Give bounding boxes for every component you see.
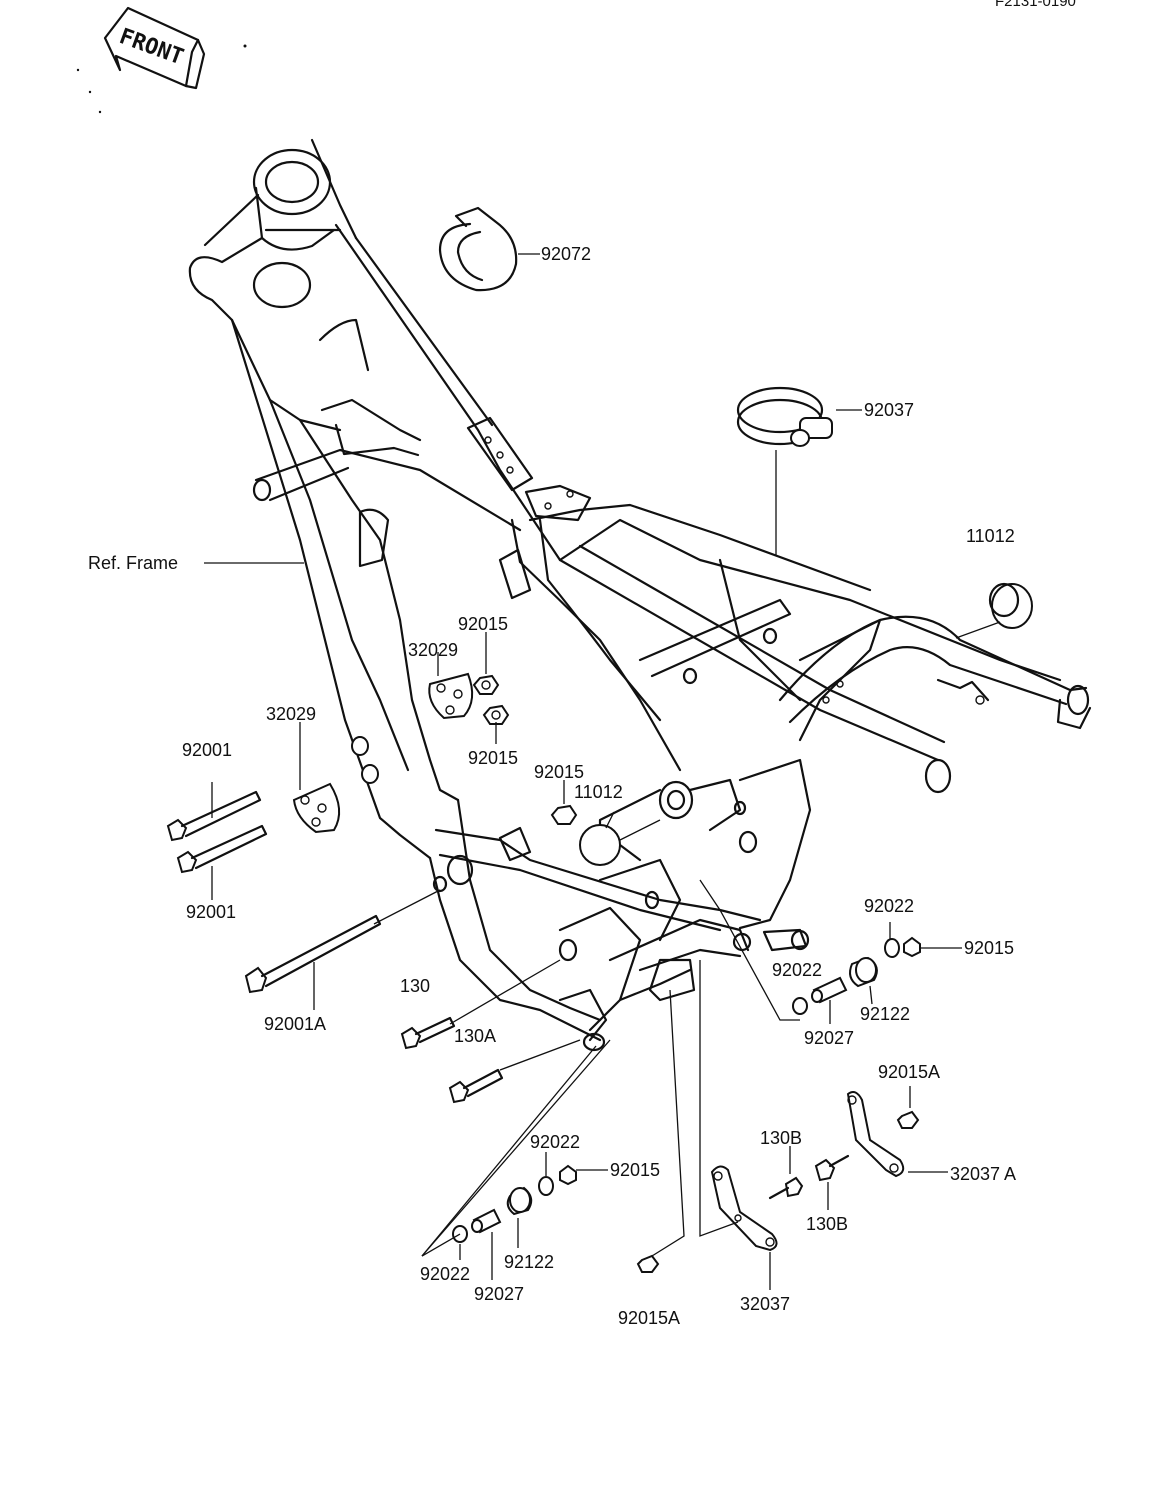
part-number-92072: 92072 — [541, 244, 591, 264]
nut-92015-c-icon — [550, 804, 578, 825]
nut-92015-b-icon — [482, 704, 510, 725]
corner-code: F2131-0190 — [995, 0, 1076, 10]
part-number-92122-r: 92122 — [860, 1004, 910, 1024]
part-number-92015-a: 92015 — [458, 614, 508, 634]
scan-specks — [76, 44, 247, 114]
part-number-11012-rear: 11012 — [966, 526, 1015, 546]
part-number-92001-lower: 92001 — [186, 902, 236, 922]
frame-cap-11012-mid-icon — [579, 824, 621, 866]
mount-plate-32029-lower-icon — [292, 782, 341, 834]
part-number-92015-c: 92015 — [534, 762, 584, 782]
nut-92015A-l-icon — [636, 1254, 660, 1273]
part-number-92015A-r: 92015A — [878, 1062, 940, 1082]
nut-92015-l-icon — [559, 1164, 577, 1186]
frame-drawing — [188, 138, 1092, 1052]
part-number-92015-b: 92015 — [468, 748, 518, 768]
bolt-130B-2-icon — [814, 1154, 850, 1182]
part-number-92022-r1: 92022 — [864, 896, 914, 916]
bolt-130B-1-icon — [768, 1176, 804, 1200]
part-number-130B-1: 130B — [760, 1128, 802, 1148]
part-number-32037: 32037 — [740, 1294, 790, 1314]
bolt-92001-lower-icon — [176, 824, 268, 874]
part-number-92122-l: 92122 — [504, 1252, 554, 1272]
nut-92015-r-icon — [903, 936, 921, 958]
part-number-92001-upper: 92001 — [182, 740, 232, 760]
bolt-92001-upper-icon — [166, 790, 262, 842]
nut-92015A-r-icon — [896, 1110, 920, 1129]
bracket-32037A-icon — [846, 1091, 905, 1178]
front-arrow-icon: FRONT — [103, 6, 206, 90]
part-number-92015-l: 92015 — [610, 1160, 660, 1180]
part-number-32029-lower: 32029 — [266, 704, 316, 724]
part-number-92037: 92037 — [864, 400, 914, 420]
part-number-92022-l2: 92022 — [420, 1264, 470, 1284]
part-number-32029-upper: 32029 — [408, 640, 458, 660]
part-number-92001A: 92001A — [264, 1014, 326, 1034]
part-number-130A: 130A — [454, 1026, 496, 1046]
bolt-130A-icon — [448, 1068, 504, 1104]
part-number-130B-2: 130B — [806, 1214, 848, 1234]
collar-92027-l-icon — [471, 1208, 502, 1234]
part-number-92015A-l: 92015A — [618, 1308, 680, 1328]
part-number-11012-mid: 11012 — [574, 782, 623, 802]
washer-92022-l1-icon — [538, 1176, 554, 1196]
bolt-130-icon — [400, 1016, 456, 1050]
collar-92027-r-icon — [811, 976, 848, 1004]
part-number-92027-r: 92027 — [804, 1028, 854, 1048]
ref-frame-label: Ref. Frame — [88, 553, 178, 573]
part-number-92015-r: 92015 — [964, 938, 1014, 958]
washer-92022-r2-icon — [792, 997, 808, 1015]
bushing-92122-l-icon — [506, 1186, 533, 1216]
bracket-32037-icon — [710, 1165, 778, 1252]
frame-cap-11012-rear-icon — [988, 582, 1033, 629]
nut-92015-a-icon — [472, 674, 500, 695]
washer-92022-r1-icon — [884, 938, 900, 958]
nut-plate-upper-spacers-icon — [351, 736, 379, 784]
part-number-32037A: 32037 A — [950, 1164, 1016, 1184]
part-number-92022-l1: 92022 — [530, 1132, 580, 1152]
hose-clamp-92072-icon — [438, 206, 518, 292]
part-number-92022-r2: 92022 — [772, 960, 822, 980]
part-number-92027-l: 92027 — [474, 1284, 524, 1304]
band-clamp-92037-icon — [736, 386, 833, 447]
bolt-92001A-icon — [244, 914, 382, 994]
leader-lines — [204, 253, 1001, 1290]
bushing-92122-r-icon — [849, 956, 878, 988]
part-number-130: 130 — [400, 976, 430, 996]
mount-plate-32029-upper-icon — [428, 672, 474, 720]
part-labels: Ref. Frame 92072 92037 11012 32029 92015… — [88, 244, 1016, 1328]
